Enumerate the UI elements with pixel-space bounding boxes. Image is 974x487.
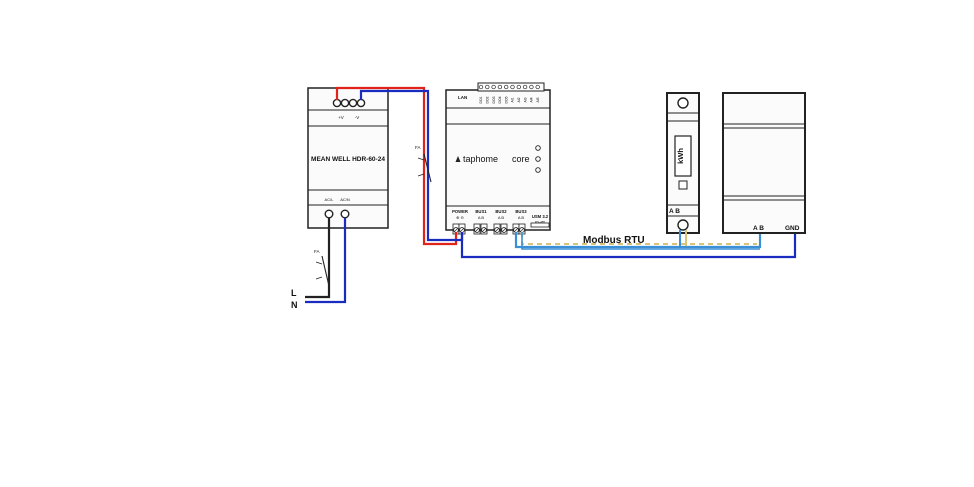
fuse-tick bbox=[417, 157, 425, 161]
psu-terminal-l bbox=[324, 209, 334, 219]
fuse-tick bbox=[315, 261, 323, 265]
core-top-pin bbox=[522, 84, 528, 90]
fuse-psu-output: FA bbox=[415, 145, 432, 183]
core-lan-label: LAN bbox=[458, 95, 467, 100]
psu-label-plus: +V bbox=[338, 115, 344, 120]
core-bus3-pins: A B bbox=[518, 215, 525, 220]
fuse-switch-icon bbox=[423, 153, 432, 183]
core-bus1-label: BUS1 bbox=[475, 209, 487, 214]
meter-bottom-terminal bbox=[677, 219, 689, 231]
core-bus3-label: BUS3 bbox=[515, 209, 527, 214]
meter-button bbox=[678, 180, 688, 190]
fuse-tick bbox=[315, 276, 323, 280]
meter-display bbox=[674, 135, 692, 177]
wire-mains-l bbox=[305, 218, 331, 299]
core-terminal-slot bbox=[514, 228, 518, 232]
core-top-pin bbox=[504, 84, 509, 90]
core-top-pin-label: AI3 bbox=[523, 97, 527, 102]
device-ab-label: A B bbox=[753, 225, 764, 232]
led-icon bbox=[535, 156, 541, 162]
core-top-pin-label: AI1 bbox=[511, 97, 515, 102]
core-terminal-slot bbox=[482, 228, 486, 232]
psu-label-acn: AC/N bbox=[340, 197, 350, 202]
core-top-pin-label: DO3 bbox=[492, 96, 496, 103]
core-power-pins: ⊕ ⊖ bbox=[456, 215, 464, 220]
core-bus2-pins: A B bbox=[498, 215, 505, 220]
core-top-pin bbox=[535, 84, 540, 90]
wire-bus-gnd bbox=[460, 232, 797, 259]
wire-positive-red bbox=[335, 86, 458, 246]
core-bus2-label: BUS2 bbox=[495, 209, 507, 214]
core-terminal-slot bbox=[475, 228, 479, 232]
core-top-pin bbox=[510, 84, 515, 90]
wire-modbus-b-core bbox=[521, 232, 760, 250]
led-icon bbox=[535, 145, 541, 151]
psu-terminal bbox=[348, 98, 358, 108]
electricity-meter: kWh A B bbox=[666, 92, 700, 234]
core-top-pin bbox=[516, 84, 521, 90]
core-top-pin bbox=[497, 84, 503, 90]
power-supply: +V -V MEAN WELL HDR-60-24 AC/L AC/N bbox=[307, 87, 389, 229]
wires bbox=[305, 86, 797, 304]
core-bus1-pins: A B bbox=[478, 215, 485, 220]
core-top-pin-label: DO1 bbox=[479, 96, 483, 103]
fuse-switch-icon bbox=[321, 255, 330, 287]
core-usm-sub: RS-485 bbox=[535, 220, 546, 224]
psu-terminal bbox=[356, 98, 366, 108]
psu-label-minus: -V bbox=[355, 115, 360, 120]
core-top-pin bbox=[478, 84, 484, 90]
core-terminal-slot bbox=[495, 228, 499, 232]
bus-label: Modbus RTU bbox=[583, 235, 645, 246]
device-body bbox=[722, 92, 806, 234]
mains-n-label: N bbox=[291, 300, 298, 310]
core-top-pin bbox=[485, 84, 490, 90]
meter-terminals-label: A B bbox=[669, 208, 680, 215]
psu-model-label: MEAN WELL HDR-60-24 bbox=[311, 156, 385, 163]
meter-display-unit: kWh bbox=[676, 148, 685, 164]
wire-mains-n bbox=[305, 218, 347, 304]
core-product: core bbox=[512, 154, 530, 164]
core-top-pin-label: AI2 bbox=[517, 97, 521, 102]
psu-terminal-n bbox=[340, 209, 350, 219]
core-terminal-slot bbox=[460, 228, 464, 232]
core-terminal-slot bbox=[520, 228, 524, 232]
taphome-logo-icon bbox=[455, 156, 461, 162]
core-brand: taphome bbox=[463, 154, 498, 164]
device-gnd-label: GND bbox=[785, 225, 800, 232]
core-usm-label: USM 3.2 bbox=[532, 214, 549, 219]
core-terminal-slot bbox=[502, 228, 506, 232]
core-top-pin-label: DO5 bbox=[504, 96, 508, 103]
led-icon bbox=[535, 167, 541, 173]
fuse-mains: FA bbox=[314, 249, 330, 287]
fuse-label: FA bbox=[314, 249, 320, 254]
meter-top-terminal bbox=[677, 97, 689, 109]
psu-terminal bbox=[340, 98, 350, 108]
core-top-pin-label: DO4 bbox=[498, 96, 502, 103]
psu-label-acl: AC/L bbox=[325, 197, 335, 202]
core-terminal-slot bbox=[454, 228, 458, 232]
mains-l-label: L bbox=[291, 288, 297, 298]
core-top-pin-label: AI4 bbox=[530, 97, 534, 102]
wire-modbus-a bbox=[514, 232, 762, 249]
core-top-pin bbox=[529, 84, 534, 90]
core-power-label: POWER bbox=[452, 209, 468, 214]
psu-terminal bbox=[332, 98, 342, 108]
core-bottom-terminals bbox=[452, 223, 526, 235]
fuse-tick bbox=[417, 173, 425, 177]
core-top-pin-label: DO2 bbox=[486, 96, 490, 103]
modbus-device: A B GND bbox=[722, 92, 806, 234]
core-top-pin bbox=[491, 84, 496, 90]
fuse-label: FA bbox=[415, 145, 421, 150]
usm-connector bbox=[530, 222, 550, 228]
core-top-pin-label: AI5 bbox=[536, 97, 540, 102]
